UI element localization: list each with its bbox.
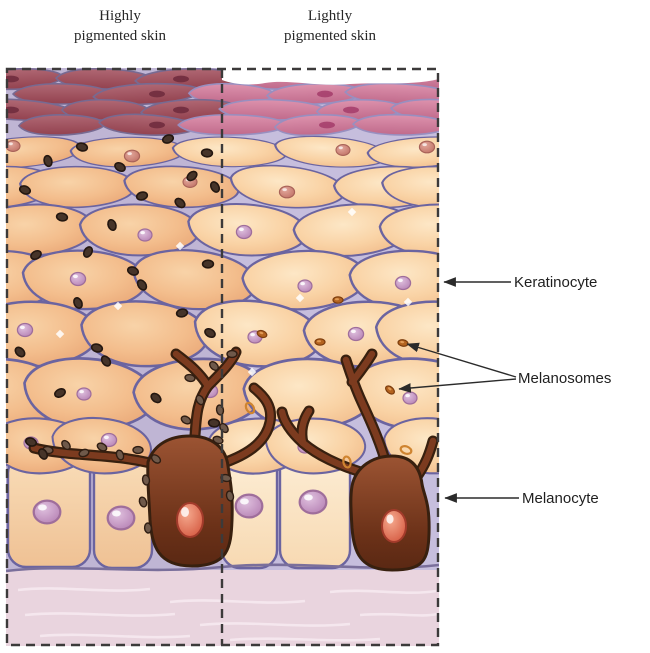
melanosome-arrow-lower: [398, 378, 517, 393]
melanosomes-label: Melanosomes: [518, 370, 612, 387]
melanosome-arrow-upper: [406, 342, 517, 378]
basal-cell-layer: [6, 446, 352, 570]
melanocyte-right-nucleus: [381, 509, 407, 543]
melanocyte-left: [28, 346, 277, 568]
melanocyte-label: Melanocyte: [522, 490, 599, 507]
melanocyte-left-body: [146, 434, 234, 568]
annotation-arrows: [398, 277, 519, 503]
panel-title-lightly-pigmented: Lightly pigmented skin: [283, 8, 377, 44]
melanocyte-left-nucleus: [176, 502, 204, 538]
keratinocyte-label: Keratinocyte: [514, 274, 598, 291]
panel-title-highly-pigmented: Highly pigmented skin: [73, 8, 167, 44]
right-surface-gap: [222, 68, 439, 85]
gap-highlights: [55, 207, 413, 377]
melanocyte-right: [276, 348, 439, 572]
